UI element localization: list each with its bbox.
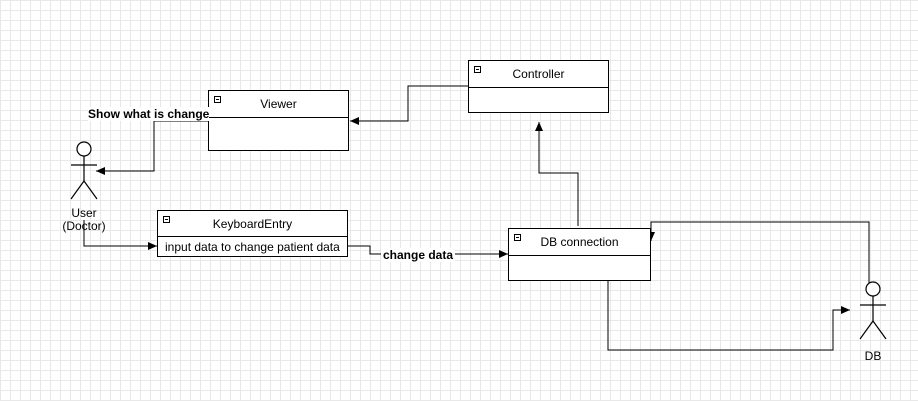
user-actor-name: User	[71, 206, 97, 220]
db-actor-figure	[859, 281, 887, 340]
viewer-class[interactable]: Viewer	[208, 90, 349, 151]
collapse-icon[interactable]	[214, 96, 221, 103]
collapse-icon[interactable]	[163, 216, 170, 223]
db-actor-label: DB	[864, 349, 882, 363]
dbconnection-class-name: DB connection	[540, 235, 619, 249]
controller-class[interactable]: Controller	[468, 60, 609, 113]
user-actor-figure	[70, 141, 98, 200]
dbconnection-class[interactable]: DB connection	[508, 228, 651, 281]
edge-db-to-dbconnection	[647, 221, 870, 290]
user-actor-role: (Doctor)	[62, 219, 106, 233]
edge-label-show-change: Show what is change	[88, 107, 210, 121]
keyboardentry-attribute: input data to change patient data	[165, 239, 340, 254]
edge-dbconnection-to-controller	[535, 122, 579, 226]
edge-label-change-data: change data	[381, 248, 456, 262]
collapse-icon[interactable]	[514, 234, 521, 241]
viewer-class-name: Viewer	[260, 97, 297, 111]
edge-viewer-to-user	[96, 120, 208, 175]
edge-user-to-keyboardentry	[83, 220, 157, 250]
edge-controller-to-viewer	[350, 85, 468, 125]
keyboardentry-class[interactable]: KeyboardEntry input data to change patie…	[157, 210, 348, 257]
collapse-icon[interactable]	[474, 66, 481, 73]
keyboardentry-class-name: KeyboardEntry	[212, 216, 293, 231]
user-actor-label: User (Doctor)	[56, 207, 112, 233]
edge-dbconnection-to-db	[607, 281, 850, 351]
controller-class-name: Controller	[512, 67, 565, 81]
